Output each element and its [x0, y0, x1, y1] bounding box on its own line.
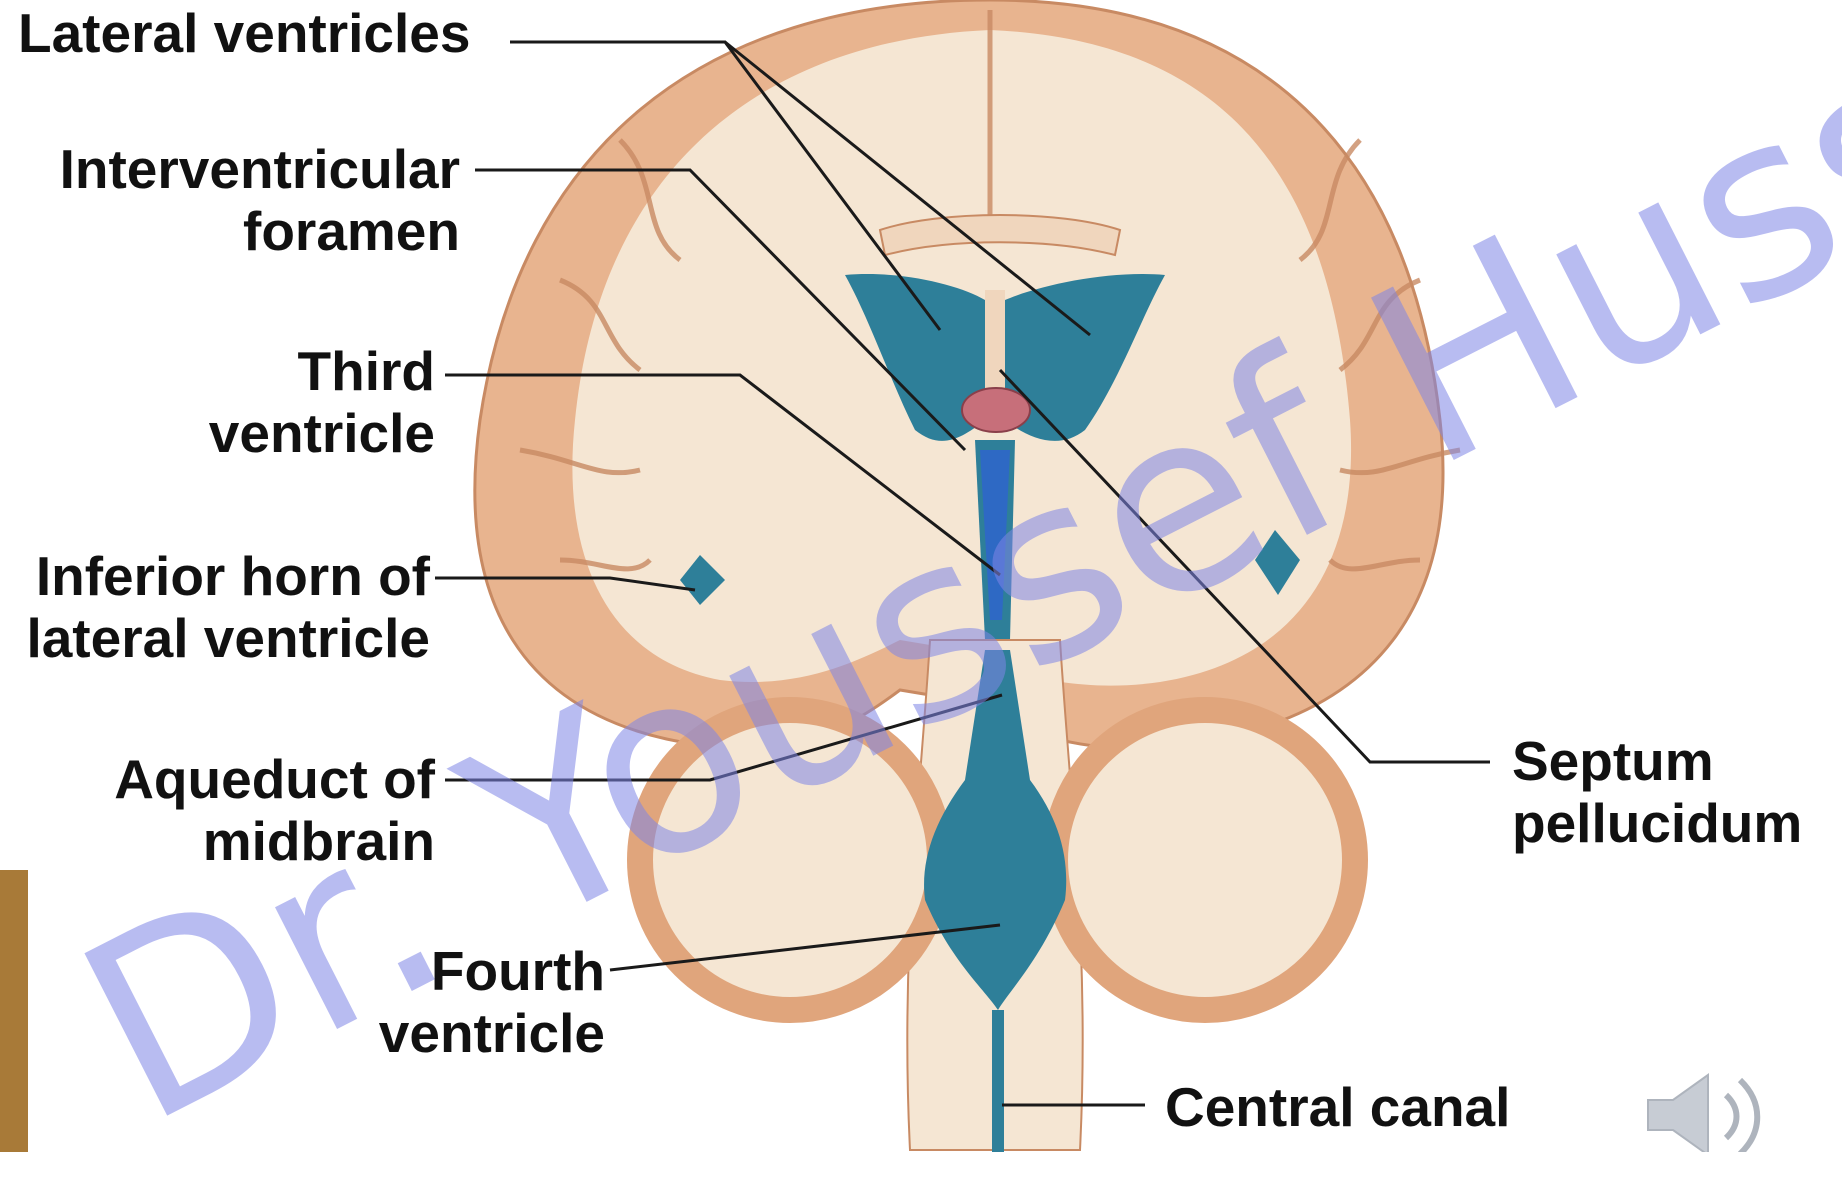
central-canal: [992, 1010, 1004, 1152]
label-interventricular-line1: Interventricular: [30, 138, 460, 200]
label-aqueduct-line2: midbrain: [30, 810, 435, 872]
label-inferior-line2: lateral ventricle: [0, 607, 430, 669]
label-inferior-line1: Inferior horn of: [0, 545, 430, 607]
label-third-line1: Third: [30, 340, 435, 402]
diagram-canvas: Lateral ventricles Interventricular fora…: [0, 0, 1842, 1152]
label-central-canal: Central canal: [1165, 1076, 1510, 1138]
cerebellum-left: [640, 710, 940, 1010]
septum-pellucidum: [985, 290, 1005, 400]
label-septum-line1: Septum: [1512, 730, 1714, 792]
label-fourth-line2: ventricle: [200, 1002, 605, 1064]
label-fourth-line1: Fourth: [200, 940, 605, 1002]
left-edge-image: [0, 870, 28, 1152]
label-lateral-ventricles: Lateral ventricles: [18, 2, 470, 64]
fornix: [962, 388, 1030, 432]
label-aqueduct-line1: Aqueduct of: [30, 748, 435, 810]
speaker-icon[interactable]: [1648, 1075, 1757, 1152]
label-septum-line2: pellucidum: [1512, 792, 1802, 854]
label-interventricular-line2: foramen: [30, 200, 460, 262]
label-third-line2: ventricle: [30, 402, 435, 464]
cerebellum-right: [1055, 710, 1355, 1010]
